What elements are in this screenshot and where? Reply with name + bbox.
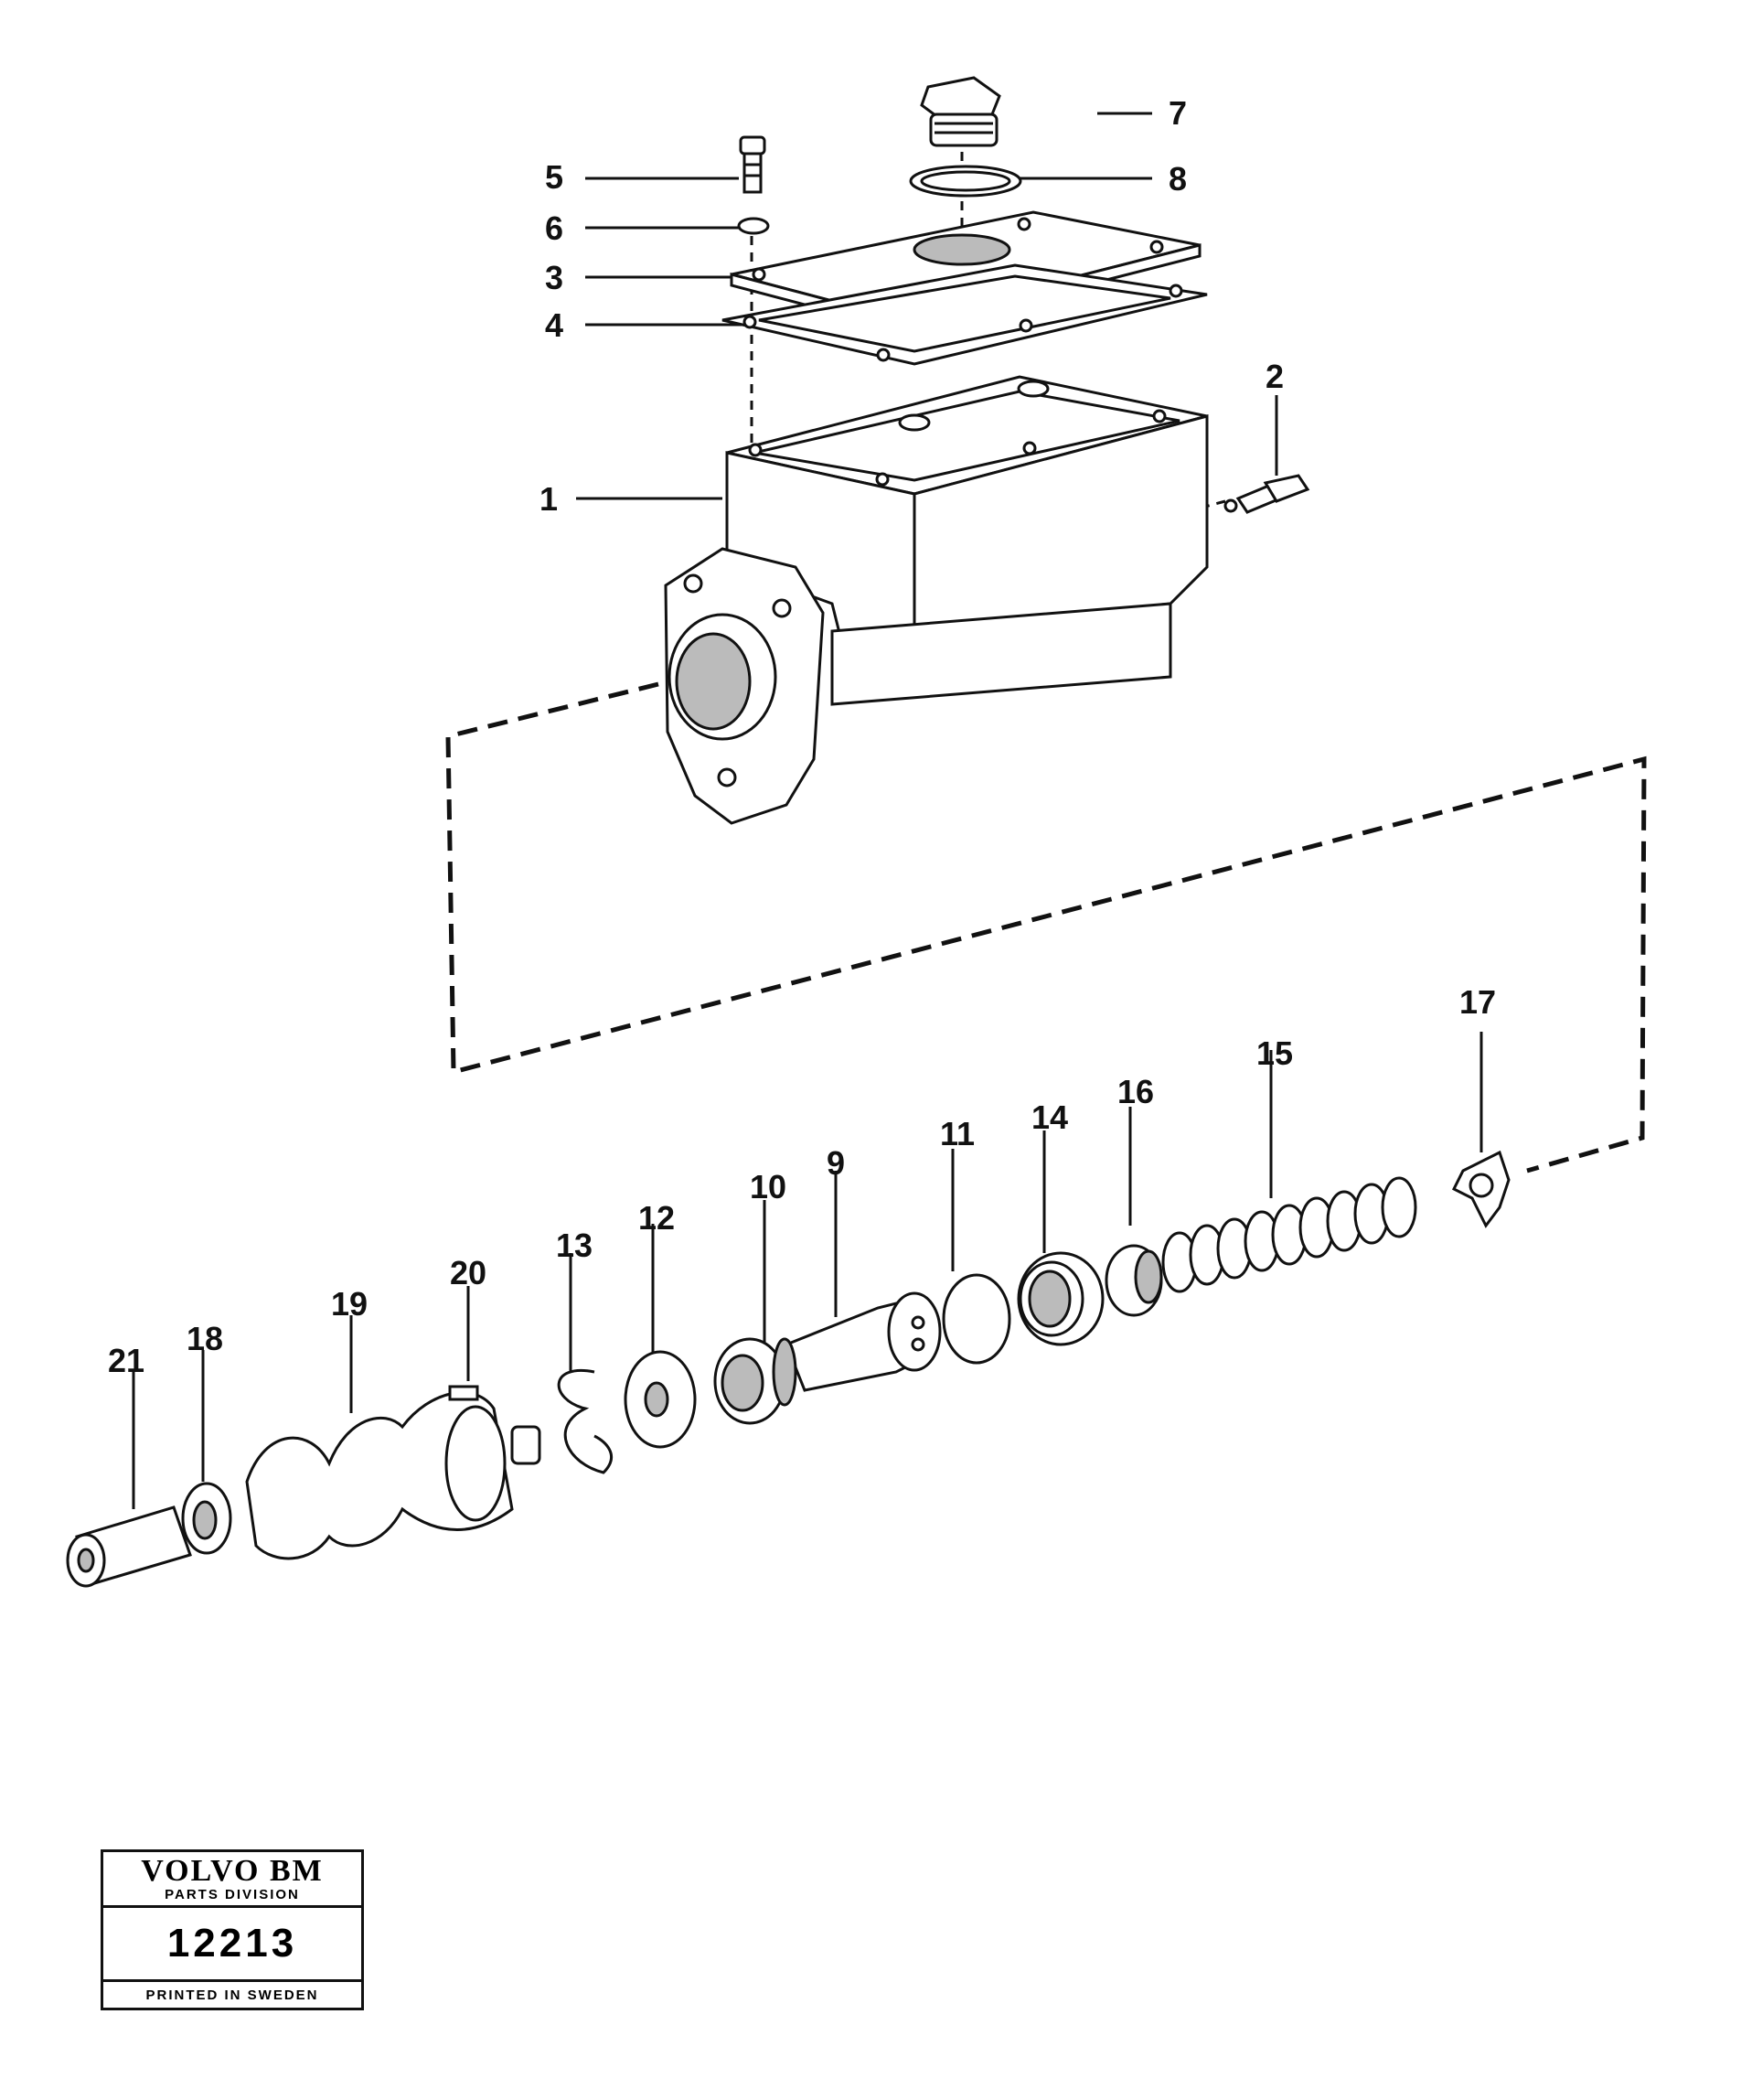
callout-3: 3	[545, 259, 563, 296]
callout-10: 10	[750, 1168, 786, 1205]
primary-seal-part-10	[713, 1337, 797, 1425]
callout-20: 20	[450, 1254, 486, 1291]
rubber-boot-part-19	[245, 1391, 541, 1560]
callout-13: 13	[556, 1227, 593, 1264]
callout-16: 16	[1117, 1073, 1154, 1110]
boot-retainer-part-20	[444, 1385, 507, 1522]
callout-17: 17	[1459, 983, 1496, 1021]
push-rod-part-21	[66, 1505, 192, 1588]
cup-part-16	[1105, 1244, 1163, 1317]
lock-ring-part-18	[181, 1482, 232, 1555]
callout-labels: 7 8 5 6 3 4 1 2 17 15 16 14 11 9 10 12 1…	[108, 94, 1496, 1379]
callout-14: 14	[1031, 1098, 1068, 1136]
filler-plug-part-7	[920, 76, 1001, 147]
return-spring-part-15	[1161, 1176, 1417, 1293]
callout-18: 18	[187, 1320, 223, 1357]
brand-logo-text: VOLVO BM	[141, 1854, 324, 1888]
callout-11: 11	[940, 1115, 975, 1152]
callout-15: 15	[1256, 1034, 1293, 1072]
washer-part-11	[942, 1273, 1011, 1365]
sealing-ring-part-8	[909, 165, 1022, 198]
bleed-nipple-part-2	[1223, 474, 1310, 514]
callout-5: 5	[545, 158, 563, 196]
illustration-number: 12213	[103, 1908, 361, 1982]
callout-7: 7	[1169, 94, 1187, 132]
callout-4: 4	[545, 306, 563, 344]
title-block: VOLVO BM PARTS DIVISION 12213 PRINTED IN…	[101, 1849, 364, 2010]
callout-8: 8	[1169, 160, 1187, 198]
piston-seal-part-14	[1017, 1251, 1105, 1346]
callout-19: 19	[331, 1285, 368, 1323]
callout-21: 21	[108, 1342, 144, 1379]
spring-seat-part-17	[1451, 1150, 1511, 1228]
callout-2: 2	[1266, 358, 1284, 395]
piston-part-9	[785, 1291, 942, 1392]
master-cylinder-body-part-1	[664, 375, 1209, 825]
screw-part-5	[739, 135, 766, 194]
callout-12: 12	[638, 1199, 675, 1237]
printed-label: PRINTED IN SWEDEN	[145, 1988, 319, 2003]
division-label: PARTS DIVISION	[103, 1887, 361, 1908]
callout-1: 1	[539, 480, 558, 518]
washer-part-12	[624, 1350, 697, 1449]
callout-6: 6	[545, 209, 563, 247]
leader-lines	[132, 112, 1483, 1509]
washer-part-6	[737, 217, 770, 235]
exploded-view-frame	[445, 681, 1647, 1173]
callout-9: 9	[827, 1144, 845, 1182]
circlip-part-13	[557, 1368, 614, 1474]
gasket-part-4	[721, 263, 1208, 366]
